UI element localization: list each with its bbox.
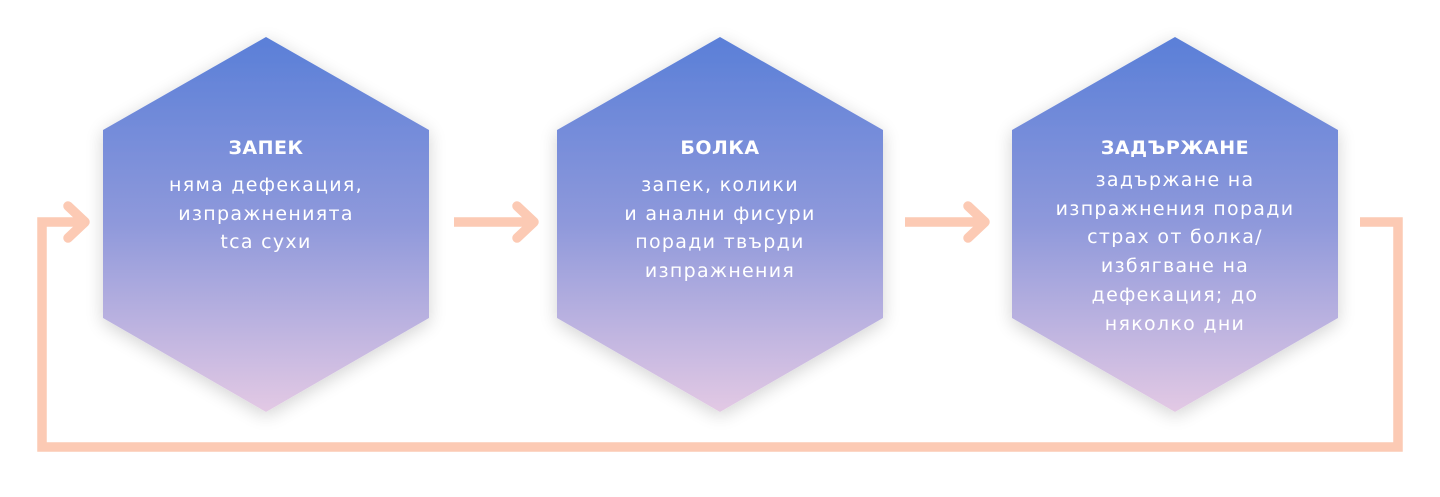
step-1-content: ЗАПЕК няма дефекация, изпражненията tca … xyxy=(116,136,416,257)
step-description-line: изпражнения xyxy=(644,260,796,283)
step-title: БОЛКА xyxy=(680,137,760,159)
step-title: ЗАДЪРЖАНЕ xyxy=(1100,137,1250,159)
step-2-content: БОЛКА запек, колики и анални фисури пора… xyxy=(570,136,870,286)
arrow-right-icon xyxy=(454,201,539,243)
loop-back-arrow-icon xyxy=(37,201,1403,452)
arrow-right-icon xyxy=(905,201,990,243)
step-description-line: избягване на xyxy=(1100,255,1250,278)
hexagon-step-2 xyxy=(557,37,883,412)
hexagon-step-3 xyxy=(1012,37,1338,412)
step-description-line: поради твърди xyxy=(635,231,805,254)
step-description-line: и анални фисури xyxy=(624,202,816,225)
step-description-line: tca сухи xyxy=(220,231,312,254)
step-description-line: дефекация; до xyxy=(1091,283,1259,306)
step-description-line: задържане на xyxy=(1095,169,1255,191)
hexagon-step-1 xyxy=(103,37,429,412)
step-description-line: няколко дни xyxy=(1104,312,1246,335)
step-3-content: ЗАДЪРЖАНЕ задържане на изпражнения порад… xyxy=(1025,136,1325,338)
step-description-line: запек, колики xyxy=(641,174,799,196)
step-description-line: няма дефекация, xyxy=(169,174,363,196)
step-title: ЗАПЕК xyxy=(228,137,304,159)
step-description-line: изпражнения поради xyxy=(1055,197,1295,220)
step-description-line: изпражненията xyxy=(178,202,354,225)
step-description-line: страх от болка/ xyxy=(1087,226,1263,249)
